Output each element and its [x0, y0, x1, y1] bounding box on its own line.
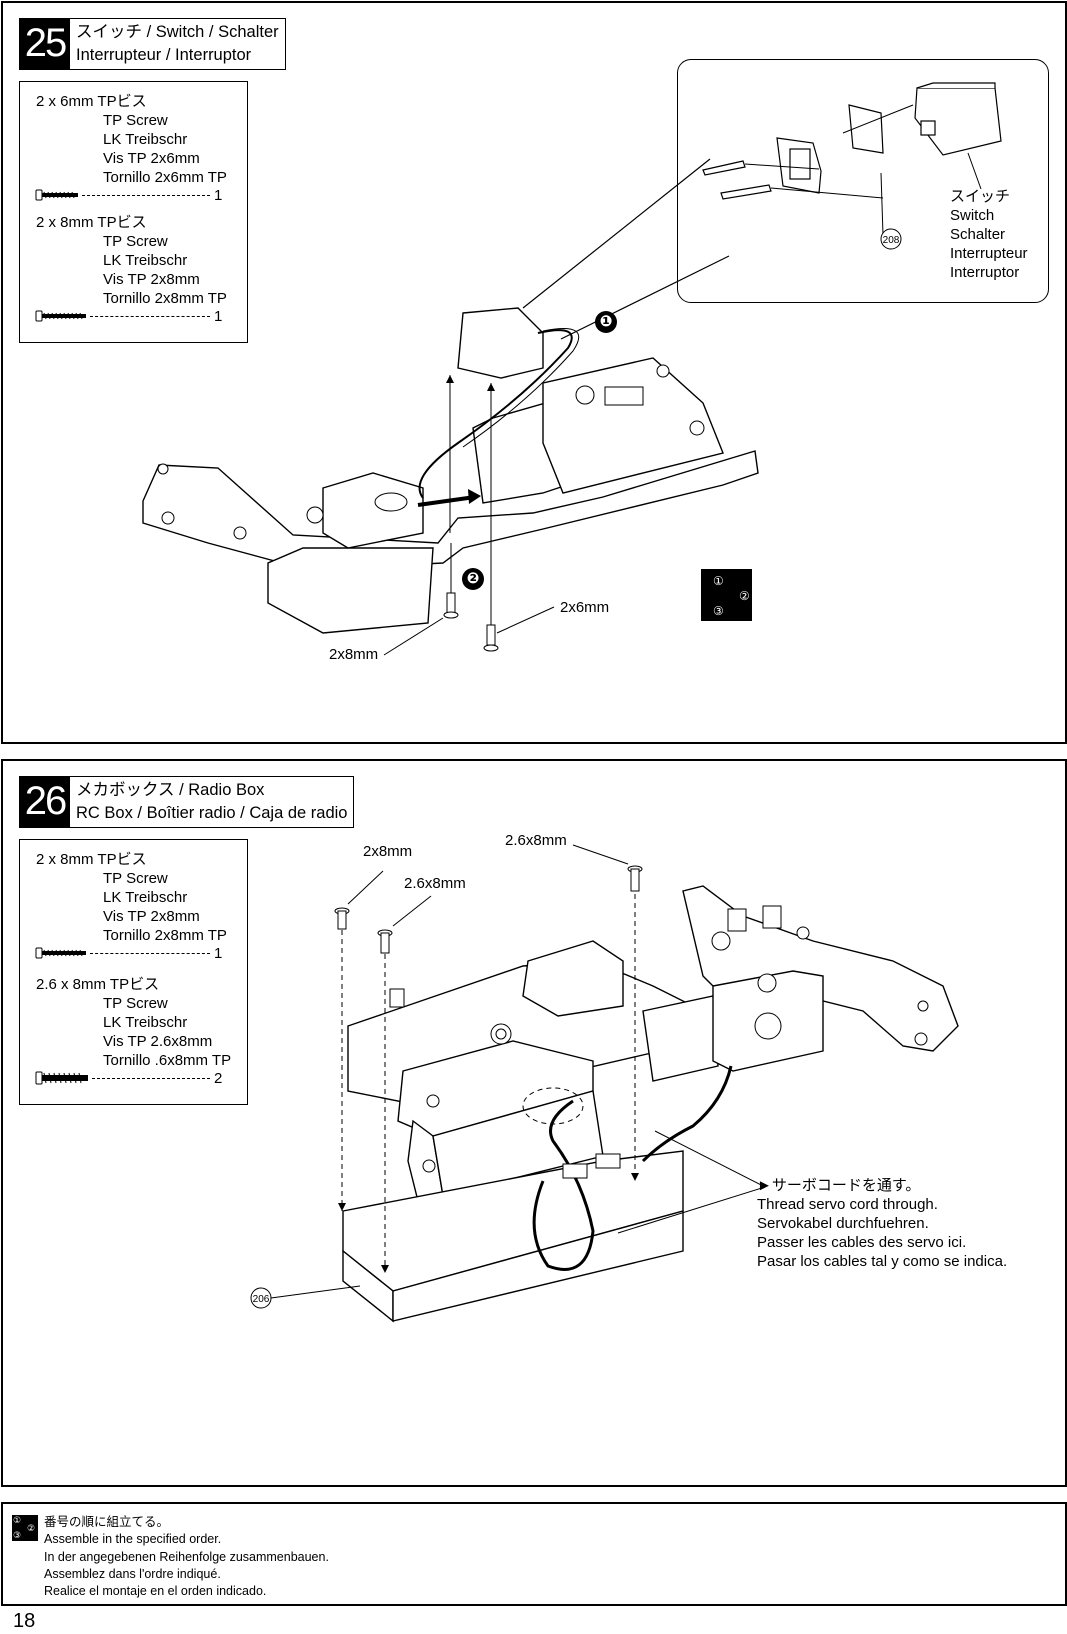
- screw-icon: [35, 1071, 88, 1085]
- part-qty-line: 1: [35, 307, 222, 325]
- step-25-illustration: 208: [142, 82, 1002, 656]
- svg-text:①: ①: [713, 574, 724, 588]
- svg-text:208: 208: [883, 235, 900, 246]
- order-note-text: 番号の順に組立てる。 Assemble in the specified ord…: [44, 1515, 329, 1599]
- screw-icon: [35, 189, 78, 201]
- step-26-illustration: 206: [250, 844, 959, 1323]
- step-number: 25: [20, 19, 70, 69]
- step-25-header: 25 スイッチ / Switch / Schalter Interrupteur…: [19, 18, 286, 70]
- screw-icon: [35, 310, 86, 322]
- svg-text:206: 206: [253, 1294, 270, 1305]
- order-badge-1: ❶: [595, 311, 617, 333]
- screw-icon: [35, 947, 86, 959]
- screw-label: 2.6x8mm: [404, 875, 466, 892]
- cord-note: ►サーボコードを通す。 Thread servo cord through. S…: [757, 1177, 1008, 1270]
- step-26-panel: 26 メカボックス / Radio Box RC Box / Boîtier r…: [1, 759, 1067, 1487]
- svg-text:③: ③: [713, 604, 724, 618]
- parts-list: 2 x 8mm TPビス TP Screw LK Treibschr Vis T…: [19, 839, 248, 1105]
- order-badge-2: ❷: [462, 568, 484, 590]
- screw-label: 2x8mm: [363, 843, 413, 860]
- svg-text:②: ②: [739, 589, 750, 603]
- part-qty-line: 2: [35, 1069, 222, 1087]
- switch-detail-inset: [677, 59, 1049, 303]
- step-title: メカボックス / Radio Box RC Box / Boîtier radi…: [76, 781, 348, 822]
- screw-label: 2.6x8mm: [505, 832, 567, 849]
- step-title: スイッチ / Switch / Schalter Interrupteur / …: [76, 23, 279, 64]
- screw-label: 2x6mm: [560, 599, 610, 616]
- order-icon: ① ② ③: [12, 1515, 38, 1541]
- page-number: 18: [13, 1610, 36, 1632]
- part-qty-line: 1: [35, 944, 222, 962]
- step-25-panel: 25 スイッチ / Switch / Schalter Interrupteur…: [1, 1, 1067, 744]
- parts-list: 2 x 6mm TPビス TP Screw LK Treibschr Vis T…: [19, 81, 248, 343]
- step-number: 26: [20, 777, 70, 827]
- switch-label: スイッチ Switch Schalter Interrupteur Interr…: [950, 188, 1028, 281]
- screw-label: 2x8mm: [329, 646, 379, 663]
- part-qty-line: 1: [35, 186, 222, 204]
- order-note-panel: ① ② ③ 番号の順に組立てる。 Assemble in the specifi…: [1, 1502, 1067, 1606]
- step-26-header: 26 メカボックス / Radio Box RC Box / Boîtier r…: [19, 776, 355, 828]
